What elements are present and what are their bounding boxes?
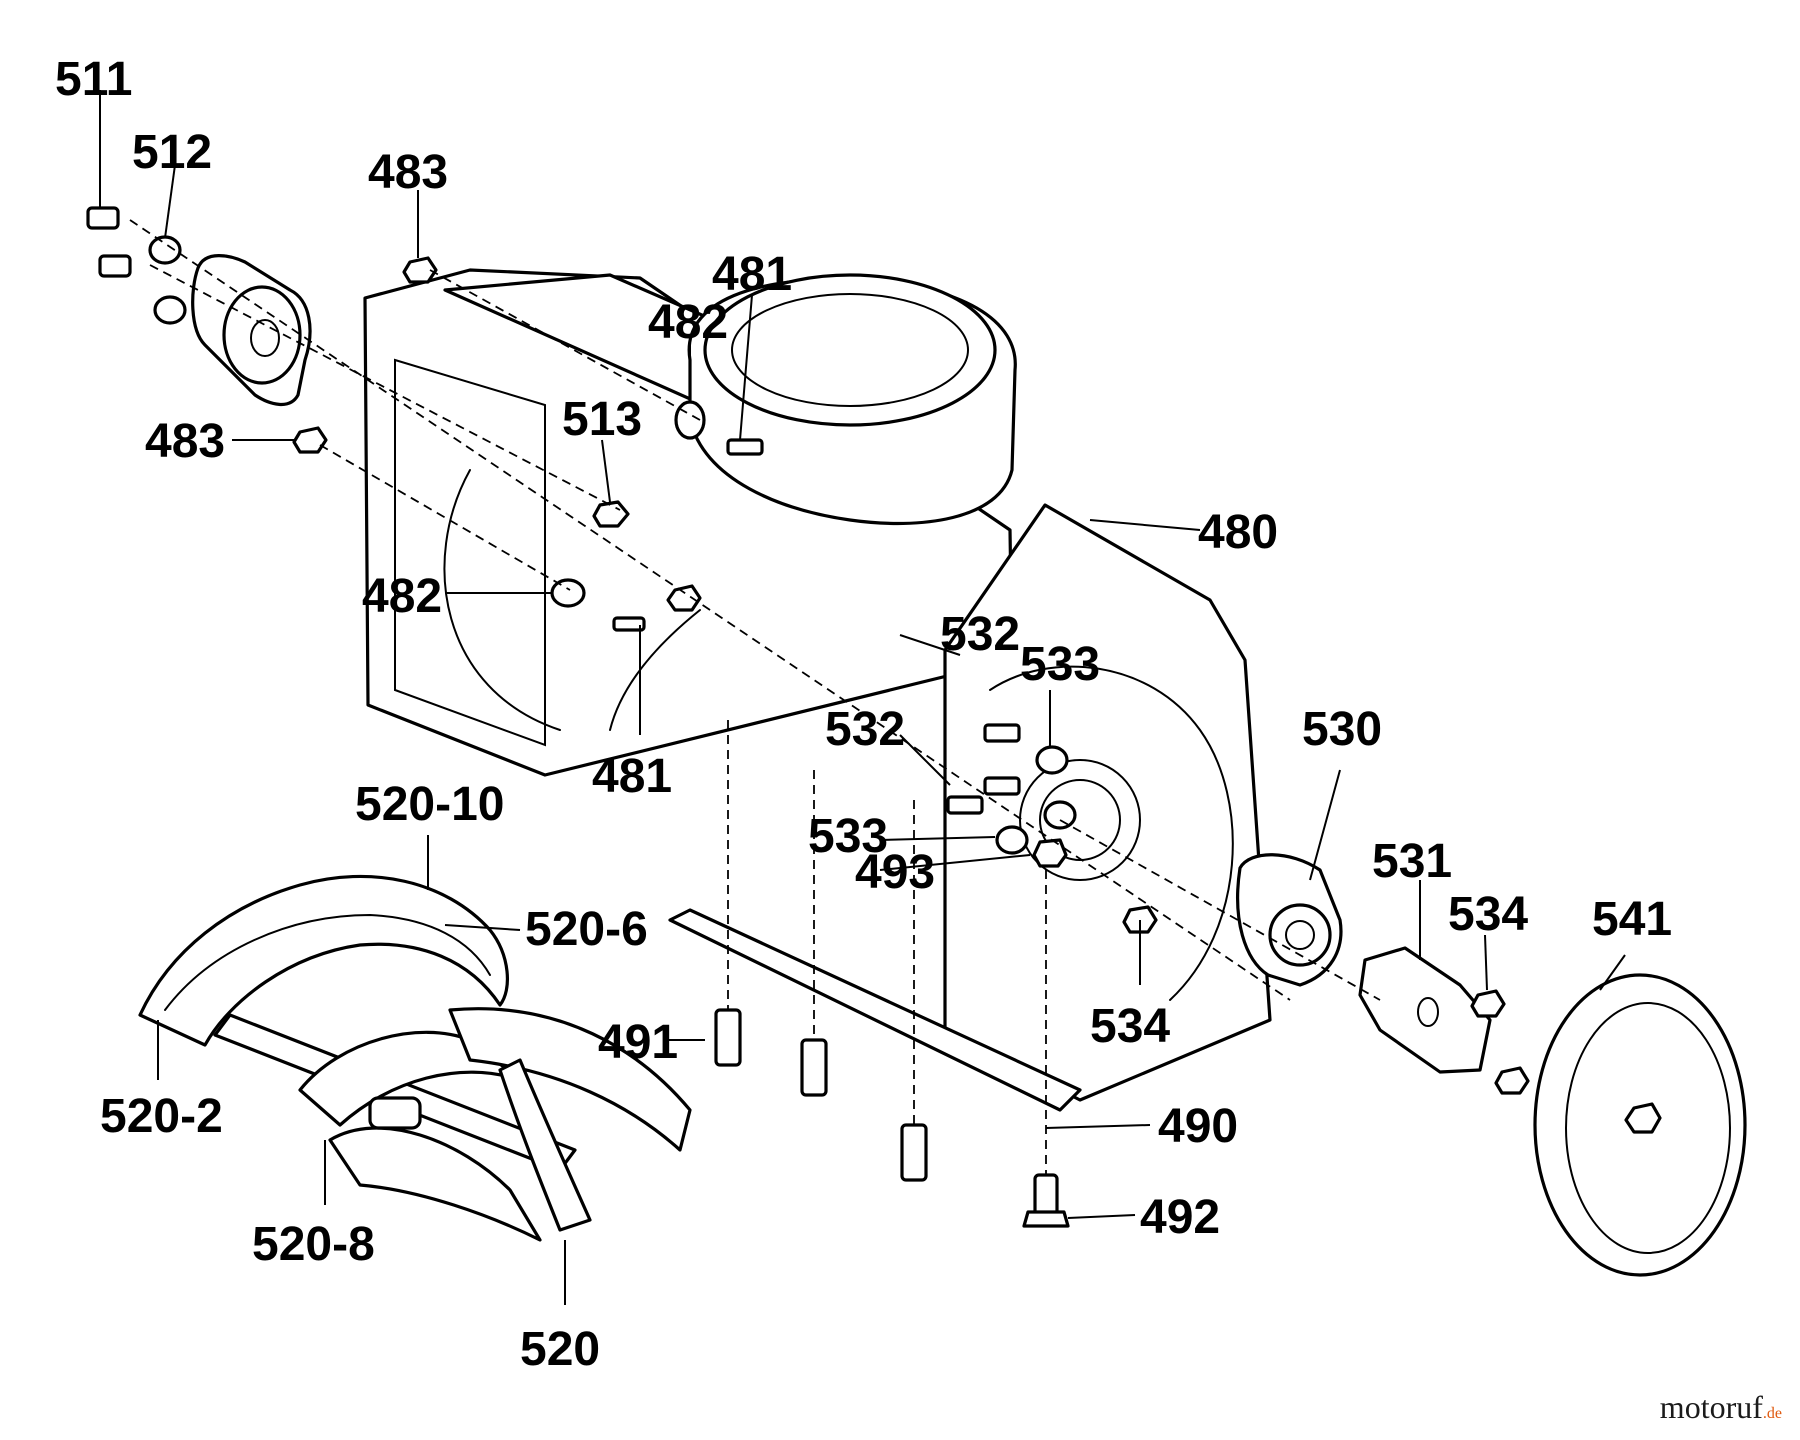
label-491: 491 [598, 1016, 678, 1069]
chute-ring [687, 273, 1017, 526]
label-511: 511 [55, 53, 132, 106]
watermark-brand: motoruf [1659, 1389, 1763, 1425]
label-513: 513 [562, 393, 642, 446]
label-530: 530 [1302, 703, 1382, 756]
auger-assembly [138, 874, 692, 1242]
label-520-10: 520-10 [355, 778, 504, 831]
leader-lines [99, 90, 1626, 1305]
label-512: 512 [132, 126, 212, 179]
right-hardware [946, 723, 1158, 934]
bearing-plate-left [191, 254, 312, 406]
part-labels: 511 512 483 481 482 513 483 480 482 532 … [55, 53, 1672, 1376]
label-531: 531 [1372, 835, 1452, 888]
label-520-6: 520-6 [525, 903, 648, 956]
label-481-bottom: 481 [592, 750, 672, 803]
label-532-mid: 532 [825, 703, 905, 756]
side-housing [943, 503, 1272, 1102]
watermark-logo: motoruf.de [1660, 1389, 1782, 1426]
label-481-top: 481 [712, 248, 792, 301]
label-493: 493 [855, 846, 935, 899]
pulley [1533, 973, 1747, 1277]
label-520-8: 520-8 [252, 1218, 375, 1271]
label-483-top: 483 [368, 146, 448, 199]
label-492: 492 [1140, 1191, 1220, 1244]
carriage-bolts [714, 1008, 1070, 1228]
label-533-top: 533 [1020, 638, 1100, 691]
label-520: 520 [520, 1323, 600, 1376]
label-482-left: 482 [362, 570, 442, 623]
label-533-mid: 533 [808, 810, 888, 863]
watermark-suffix: .de [1762, 1405, 1782, 1422]
label-541: 541 [1592, 893, 1672, 946]
label-490: 490 [1158, 1100, 1238, 1153]
label-534-right: 534 [1448, 888, 1528, 941]
alignment-lines [129, 219, 1381, 1175]
bearing-flange [1236, 853, 1343, 987]
label-482-top: 482 [648, 296, 728, 349]
scraper-bar [668, 908, 1082, 1112]
label-532-top: 532 [940, 608, 1020, 661]
label-480: 480 [1198, 506, 1278, 559]
bearing-plate-right [1358, 946, 1530, 1095]
label-520-2: 520-2 [100, 1090, 223, 1143]
label-483-left: 483 [145, 415, 225, 468]
label-534-bottom: 534 [1090, 1000, 1170, 1053]
